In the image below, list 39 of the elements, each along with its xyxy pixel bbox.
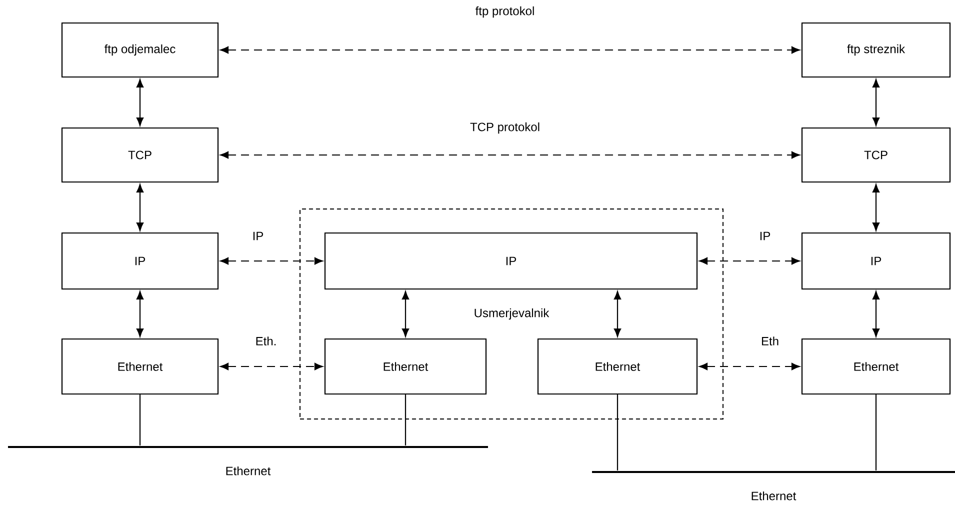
network-bus: Ethernet <box>592 471 955 500</box>
arrow <box>220 46 800 54</box>
arrow <box>220 362 323 370</box>
edge-label: IP <box>758 230 772 242</box>
arrow <box>136 79 144 126</box>
connector-line <box>139 394 141 446</box>
node-label: Ethernet <box>752 491 796 500</box>
layer-box: TCP <box>61 127 219 183</box>
edge-label: IP <box>251 230 265 242</box>
layer-box: IP <box>324 232 698 290</box>
connector-line <box>616 394 618 470</box>
layer-box: TCP <box>801 127 951 183</box>
arrow <box>614 291 622 337</box>
arrow <box>872 184 880 231</box>
edge-label: TCP protokol <box>469 121 542 135</box>
layer-box: IP <box>61 232 219 290</box>
node-label: Ethernet <box>226 466 271 476</box>
connector-line <box>875 394 877 470</box>
arrow <box>220 151 800 159</box>
network-bus: Ethernet <box>8 446 488 476</box>
layer-box: Ethernet <box>61 338 219 395</box>
arrow <box>136 291 144 337</box>
arrow <box>872 79 880 126</box>
arrow <box>699 362 800 370</box>
arrow <box>220 257 323 265</box>
edge-label: Eth <box>760 336 780 346</box>
layer-box: Ethernet <box>324 338 487 395</box>
layer-box: ftp odjemalec <box>61 22 219 78</box>
edge-label: ftp protokol <box>474 5 536 19</box>
layer-box: ftp streznik <box>801 22 951 78</box>
arrow <box>136 184 144 231</box>
layer-box: IP <box>801 232 951 290</box>
arrow <box>699 257 800 265</box>
arrow <box>872 291 880 337</box>
layer-box: Ethernet <box>801 338 951 395</box>
connector-line <box>404 394 406 446</box>
edge-label: Eth. <box>254 336 278 346</box>
layer-box: Ethernet <box>537 338 698 395</box>
arrow <box>402 291 410 337</box>
